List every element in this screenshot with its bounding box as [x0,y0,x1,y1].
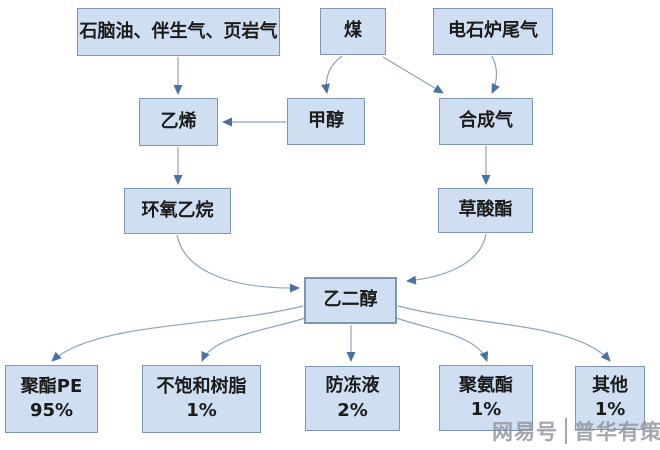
watermark-brand: 网易号 [492,420,558,444]
arrow-coal-to-methanol [321,55,343,94]
arrow-meg-to-resin [201,317,306,362]
arrow-eo-to-meg [176,234,300,293]
node-methanol: 甲醇 [287,98,365,145]
node-unsaturated-resin-label: 不饱和树脂 [156,375,247,397]
node-ethylene-oxide: 环氧乙烷 [124,188,231,234]
node-polyurethane-share: 1% [470,399,502,420]
node-coal: 煤 [320,8,386,55]
node-ethylene-oxide-label: 环氧乙烷 [141,199,214,221]
node-polyester-label: 聚酯PE [20,375,83,397]
node-syngas: 合成气 [439,98,533,145]
node-other: 其他 1% [575,366,645,430]
node-carbide-tail-gas: 电石炉尾气 [433,8,553,55]
watermark-account: 普华有策 [574,420,660,444]
node-oxalate: 草酸酯 [438,188,533,233]
node-polyurethane-label: 聚氨酯 [459,374,513,396]
node-methanol-label: 甲醇 [308,110,344,132]
node-unsaturated-resin-share: 1% [186,400,217,421]
node-polyester: 聚酯PE 95% [5,365,98,433]
node-unsaturated-resin: 不饱和树脂 1% [142,365,261,433]
node-other-label: 其他 [592,374,628,396]
node-antifreeze: 防冻液 2% [305,366,400,431]
node-oxalate-label: 草酸酯 [458,199,513,221]
arrow-oxalate-to-meg [406,233,487,285]
node-ethylene: 乙烯 [139,98,218,146]
node-ethylene-glycol: 乙二醇 [304,277,397,324]
watermark: 网易号 普华有策 [492,416,660,446]
watermark-separator-bar [565,418,567,444]
node-syngas-label: 合成气 [459,110,513,132]
arrow-coal-to-syngas [382,56,444,94]
node-coal-label: 煤 [344,20,362,42]
node-ethylene-glycol-label: 乙二醇 [323,289,378,311]
arrow-carbide-to-syngas [491,55,500,94]
arrow-meg-to-polyurethane [395,317,489,362]
node-other-share: 1% [594,399,626,420]
node-carbide-tail-gas-label: 电石炉尾气 [448,20,538,42]
node-ethylene-label: 乙烯 [160,110,197,132]
node-naphtha: 石脑油、伴生气、页岩气 [77,8,280,56]
node-naphtha-label: 石脑油、伴生气、页岩气 [79,20,278,42]
node-polyurethane: 聚氨酯 1% [439,365,533,431]
node-antifreeze-label: 防冻液 [325,375,380,397]
arrow-meg-to-other [397,305,611,362]
node-antifreeze-share: 2% [337,399,368,421]
node-polyester-share: 95% [29,400,74,421]
arrow-meg-to-polyester [51,305,304,362]
